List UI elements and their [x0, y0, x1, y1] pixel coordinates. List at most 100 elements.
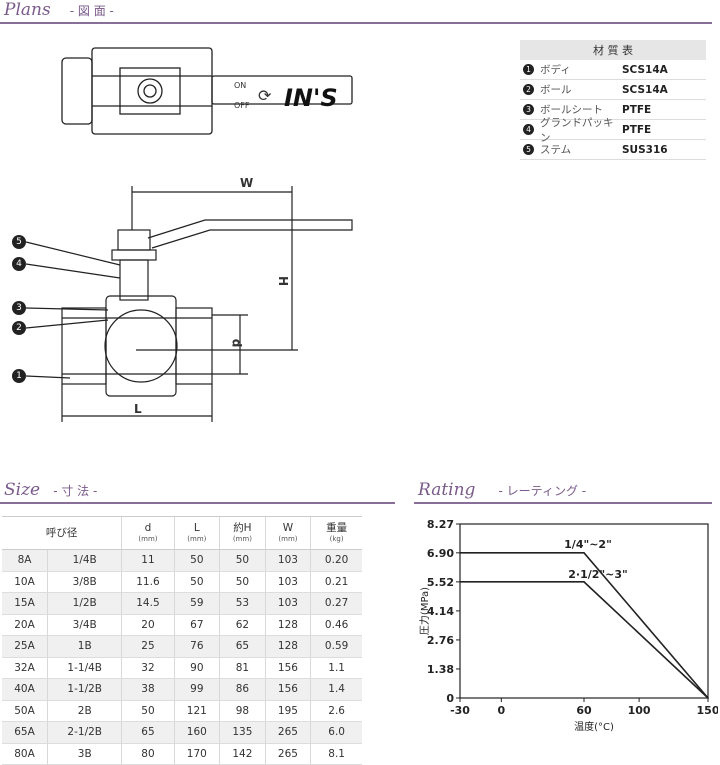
size-table-cell: 53 [219, 592, 266, 615]
size-table-cell: 1.4 [310, 678, 362, 701]
size-table-cell: 38 [121, 678, 175, 701]
rating-header: Rating - レーティング - [418, 480, 586, 500]
size-table-cell: 1-1/2B [47, 678, 122, 701]
x-tick-label: 150 [697, 704, 718, 717]
size-table-cell: 0.59 [310, 635, 362, 658]
col-d: d(mm) [121, 516, 175, 550]
series-label: 2·1/2"~3" [568, 568, 628, 581]
size-table-cell: 80 [121, 743, 175, 765]
part-material: SCS14A [622, 63, 668, 76]
part-name: ボールシート [540, 104, 603, 116]
size-table-cell: 8.1 [310, 743, 362, 765]
y-tick-label: 5.52 [427, 576, 454, 589]
size-table-cell: 0.46 [310, 614, 362, 636]
size-table-cell: 1.1 [310, 657, 362, 679]
part-name: ボディ [540, 64, 571, 76]
size-table-cell: 20A [2, 614, 48, 636]
size-table-cell: 98 [219, 700, 266, 722]
dim-l-label: L [134, 402, 142, 416]
x-tick-label: 60 [576, 704, 592, 717]
off-label: OFF [234, 101, 250, 110]
y-tick-label: 8.27 [427, 518, 454, 531]
series-point [459, 581, 461, 583]
size-table-cell: 62 [219, 614, 266, 636]
top-view-drawing [61, 47, 353, 135]
section-view-drawing [25, 186, 353, 422]
x-tick-label: 0 [498, 704, 506, 717]
size-table-cell: 128 [264, 635, 311, 658]
size-table-cell: 25A [2, 635, 48, 658]
size-table-cell: 15A [2, 592, 48, 615]
y-tick-label: 4.14 [427, 605, 454, 618]
col-h: 約H(mm) [219, 516, 266, 550]
size-table-cell: 11.6 [121, 571, 175, 593]
x-tick-label: -30 [450, 704, 470, 717]
size-table-cell: 32A [2, 657, 48, 679]
size-table-cell: 142 [219, 743, 266, 765]
brand-logo: IN'S [284, 84, 338, 112]
size-table-cell: 14.5 [121, 592, 175, 615]
size-table-cell: 3/8B [47, 571, 122, 593]
size-table-cell: 50 [219, 571, 266, 593]
size-table-cell: 156 [264, 678, 311, 701]
col-w: W(mm) [264, 516, 311, 550]
series-label: 1/4"~2" [564, 538, 612, 551]
dim-d-label: d [229, 338, 244, 348]
size-table-cell: 50 [219, 549, 266, 572]
size-table-cell: 265 [264, 743, 311, 765]
size-table-cell: 170 [173, 743, 220, 765]
size-table-cell: 50 [173, 549, 220, 572]
size-table-cell: 6.0 [310, 721, 362, 744]
rotate-arrow-icon: ⟳ [258, 86, 272, 105]
size-table-cell: 50 [121, 700, 175, 722]
size-table-cell: 81 [219, 657, 266, 679]
part-name: ボール [540, 84, 572, 96]
part-material: PTFE [622, 123, 652, 136]
callout-1-badge: 1 [523, 64, 534, 75]
col-weight: 重量(kg) [310, 516, 362, 550]
part-material: SCS14A [622, 83, 668, 96]
size-table-cell: 65A [2, 721, 48, 744]
callout-5-badge: 5 [523, 144, 534, 155]
material-row: 4 グランドパッキン PTFE [520, 117, 706, 144]
size-table-cell: 50A [2, 700, 48, 722]
size-table-cell: 10A [2, 571, 48, 593]
y-tick-label: 1.38 [427, 663, 454, 676]
part-name: グランドパッキン [540, 116, 614, 144]
plans-title: Plans [4, 0, 51, 20]
series-point [459, 552, 461, 554]
size-table-cell: 40A [2, 678, 48, 701]
material-table-header: 材 質 表 [520, 40, 706, 60]
size-table-header-row: 呼び径 d(mm) L(mm) 約H(mm) W(mm) 重量(kg) [2, 516, 362, 550]
plans-header: Plans - 図 面 - [4, 0, 404, 20]
size-title: Size [4, 480, 41, 500]
size-table-cell: 65 [219, 635, 266, 658]
y-tick-label: 2.76 [427, 634, 454, 647]
size-table-cell: 3/4B [47, 614, 122, 636]
x-axis-label: 温度(°C) [574, 720, 614, 732]
plans-rule [0, 22, 712, 24]
callout-4-badge: 4 [523, 124, 534, 135]
col-nominal: 呼び径 [2, 516, 122, 550]
size-table-cell: 265 [264, 721, 311, 744]
on-label: ON [234, 81, 247, 90]
dim-w-label: W [240, 176, 254, 190]
series-point [583, 581, 585, 583]
size-table-cell: 2-1/2B [47, 721, 122, 744]
size-rule [0, 502, 395, 504]
size-table-cell: 2.6 [310, 700, 362, 722]
y-tick-label: 6.90 [427, 547, 454, 560]
size-table-cell: 76 [173, 635, 220, 658]
y-tick-label: 0 [446, 692, 454, 705]
